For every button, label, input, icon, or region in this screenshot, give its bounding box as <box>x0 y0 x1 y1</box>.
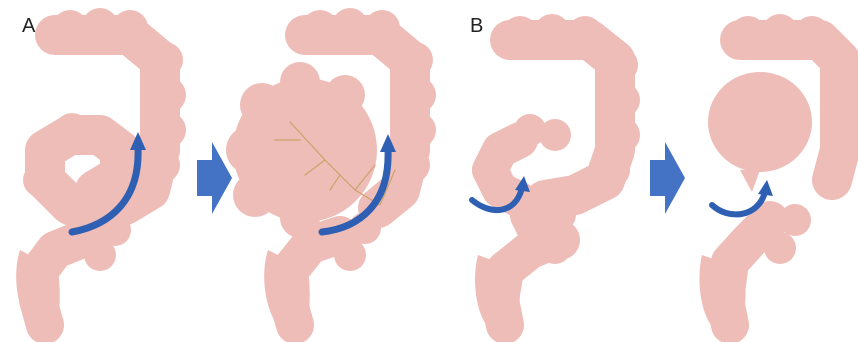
panel-b-label: B <box>470 15 483 37</box>
panel-b-colon-before <box>475 14 640 338</box>
panel-b: B <box>470 14 858 338</box>
panel-a-colon-after <box>226 8 436 338</box>
panel-a: A <box>16 8 436 338</box>
panel-a-colon-before <box>16 8 186 338</box>
right-arrow-icon-b <box>650 142 685 214</box>
panel-a-label: A <box>22 15 36 37</box>
panel-b-colon-after <box>699 14 858 338</box>
dilated-loop-b <box>708 72 812 172</box>
